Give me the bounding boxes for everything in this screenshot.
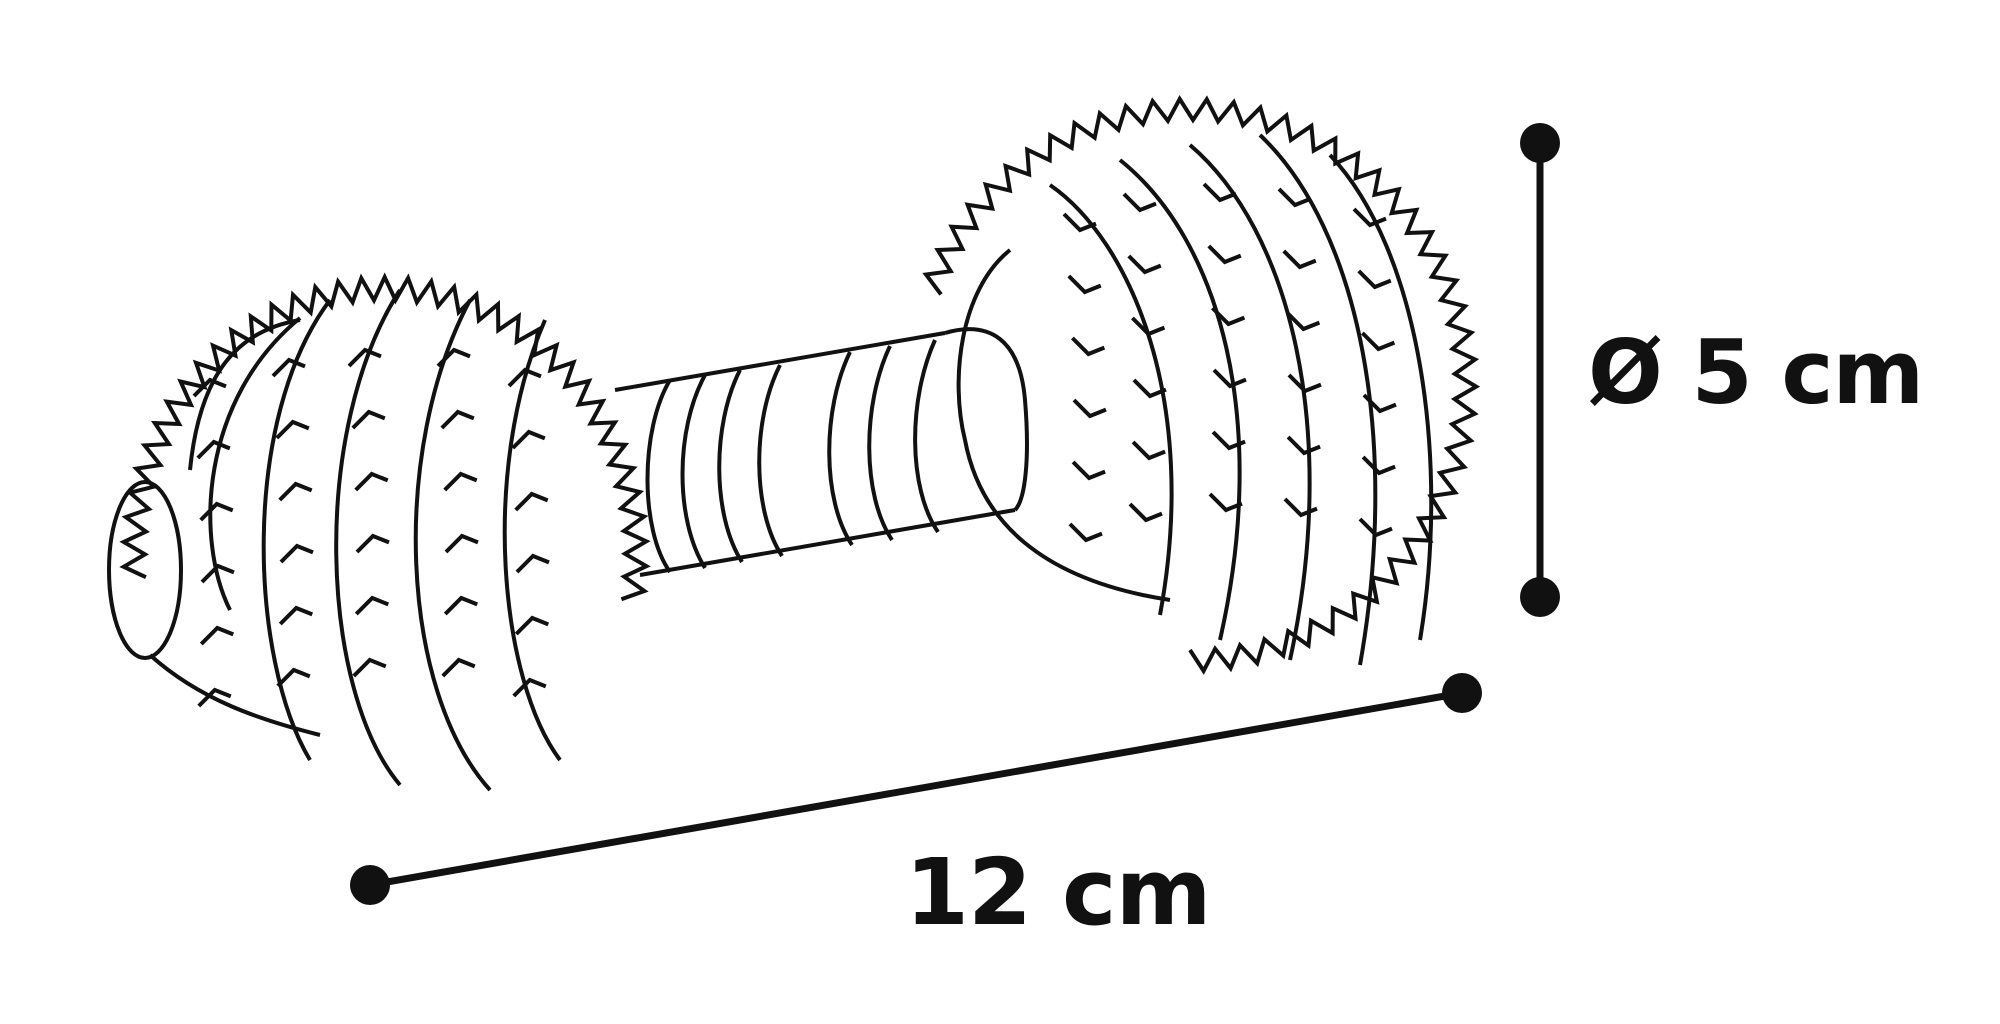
tread-chevron — [512, 677, 547, 698]
diameter-endpoint-top — [1520, 123, 1560, 163]
tread-chevron — [352, 657, 387, 678]
left-cap-edge — [148, 653, 321, 737]
tread-chevron — [278, 605, 314, 626]
tread-chevron — [1130, 316, 1166, 337]
tread-chevron — [197, 687, 232, 708]
length-endpoint-left — [350, 865, 390, 905]
tread-chevron — [1122, 192, 1157, 213]
tread-chevron — [1070, 336, 1106, 357]
tread-chevron — [440, 409, 475, 430]
tread-chevron — [199, 625, 235, 646]
tread-chevron — [1132, 378, 1167, 399]
tread-chevron — [347, 347, 382, 368]
tread-chevron — [271, 357, 306, 378]
left-end-cap — [107, 480, 183, 660]
length-label: 12 cm — [905, 839, 1211, 946]
right-ball-spiky-outline — [922, 95, 1481, 675]
tread-chevron — [200, 563, 235, 584]
tread-chevron — [1131, 440, 1166, 461]
tread-chevron — [199, 501, 234, 522]
tread-chevron — [275, 419, 310, 440]
tread-chevron — [1211, 430, 1246, 451]
tread-chevron — [1071, 460, 1106, 481]
tread-chevron — [1068, 522, 1103, 543]
tread-chevron — [1207, 244, 1242, 265]
tread-chevron — [355, 533, 390, 554]
length-dimension-line — [350, 673, 1482, 905]
tread-chevron — [1362, 393, 1397, 414]
tread-chevron — [1062, 212, 1097, 233]
tread-chevron — [1067, 274, 1102, 295]
tread-chevron — [1361, 455, 1396, 476]
right-ball-treads — [1062, 182, 1397, 543]
tread-chevron — [514, 615, 550, 636]
tread-chevron — [511, 429, 546, 450]
tread-chevron — [1127, 254, 1162, 275]
tread-chevron — [1210, 306, 1246, 327]
tread-chevron — [1360, 331, 1396, 352]
tread-chevron — [436, 347, 471, 368]
tread-chevron — [441, 657, 476, 678]
tread-chevron — [1277, 187, 1312, 208]
tread-chevron — [443, 595, 479, 616]
left-ball-treads — [192, 347, 550, 708]
tread-chevron — [354, 471, 389, 492]
tread-chevron — [1283, 497, 1318, 518]
tread-chevron — [1202, 182, 1237, 203]
tread-chevron — [1208, 492, 1243, 513]
tread-chevron — [1352, 207, 1387, 228]
tread-chevron — [515, 553, 550, 574]
tread-chevron — [1212, 368, 1247, 389]
tread-chevron — [192, 377, 227, 398]
tread-chevron — [1285, 311, 1321, 332]
right-ball-rings — [1048, 133, 1434, 666]
tread-chevron — [1072, 398, 1107, 419]
left-ball-rings — [188, 288, 562, 792]
tread-chevron — [1282, 249, 1317, 270]
tread-chevron — [276, 667, 311, 688]
diameter-label: Ø 5 cm — [1588, 321, 1924, 424]
diameter-endpoint-bottom — [1520, 577, 1560, 617]
tread-chevron — [507, 367, 542, 388]
tread-chevron — [514, 491, 549, 512]
tread-chevron — [354, 595, 390, 616]
tread-chevron — [443, 471, 478, 492]
tread-chevron — [279, 543, 314, 564]
tread-chevron — [1128, 502, 1163, 523]
tread-chevron — [1357, 269, 1392, 290]
right-ball-face — [956, 248, 1171, 602]
tread-chevron — [351, 409, 386, 430]
tread-chevron — [1286, 435, 1321, 456]
length-endpoint-right — [1442, 673, 1482, 713]
tread-chevron — [196, 439, 231, 460]
diameter-dimension-line — [1520, 123, 1560, 617]
handle — [614, 327, 1029, 577]
left-ball-spiky-outline — [119, 272, 651, 602]
tread-chevron — [1358, 517, 1393, 538]
tread-chevron — [1287, 373, 1322, 394]
tread-chevron — [444, 533, 479, 554]
tread-chevron — [278, 481, 313, 502]
